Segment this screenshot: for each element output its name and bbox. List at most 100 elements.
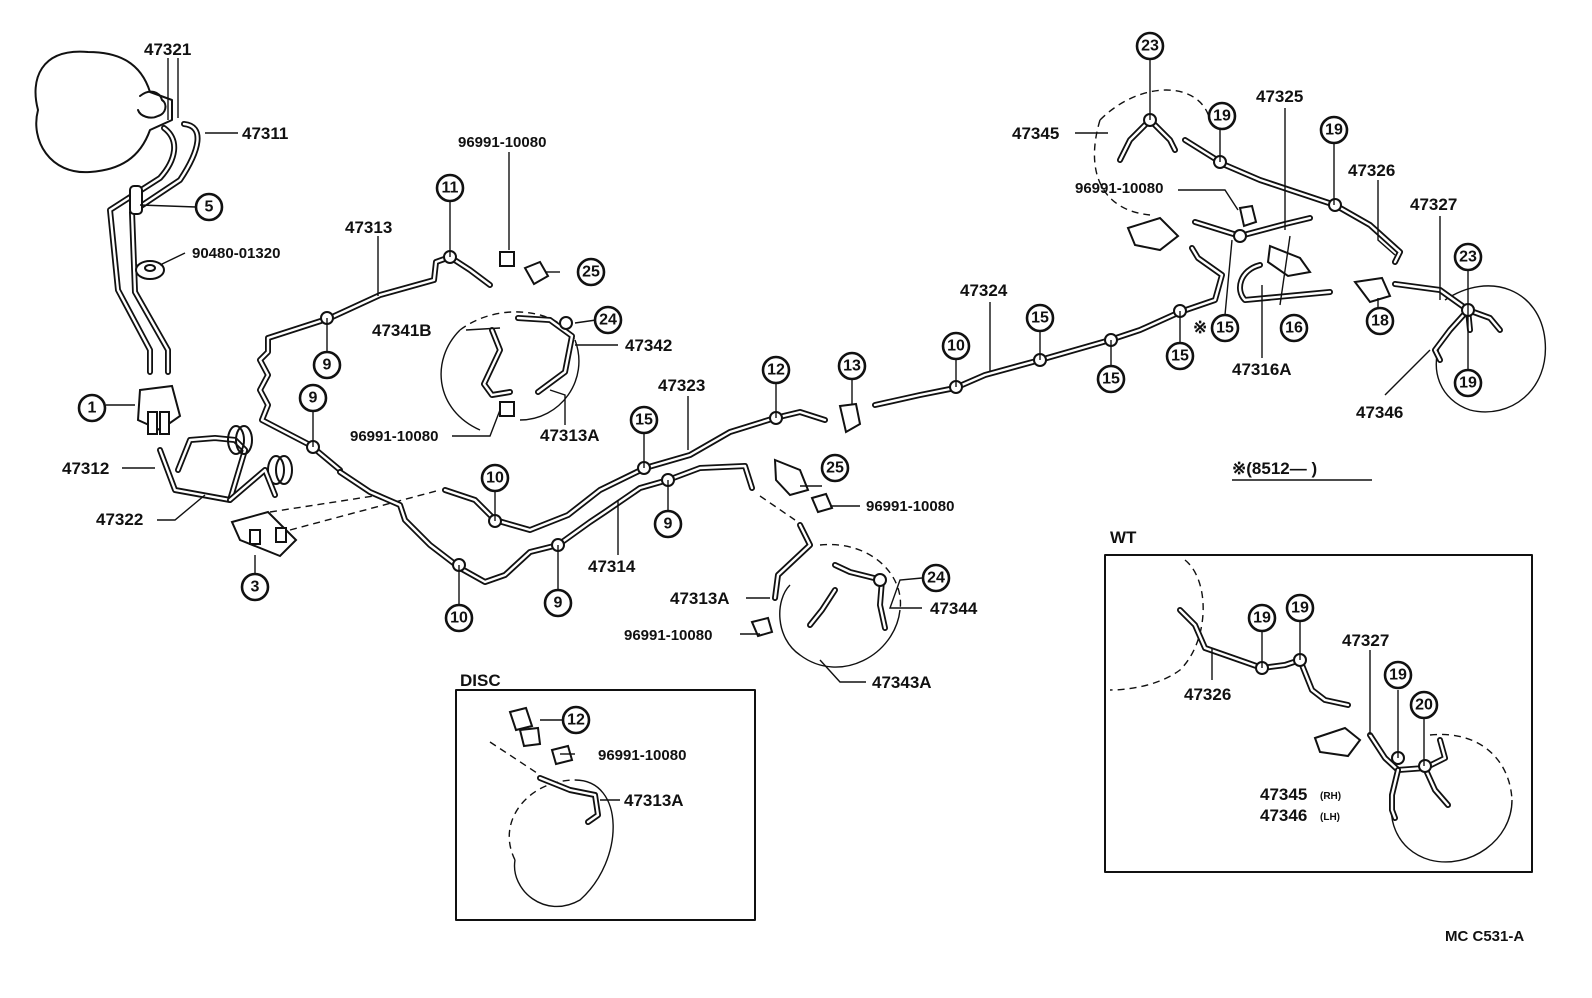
- part-47316A: 47316A: [1232, 360, 1292, 379]
- svg-text:13: 13: [843, 358, 861, 375]
- part-47346: 47346: [1356, 403, 1403, 422]
- line-47314: [337, 463, 755, 585]
- svg-text:24: 24: [599, 312, 617, 329]
- svg-text:12: 12: [567, 712, 585, 729]
- part-47313A-a: 47313A: [540, 426, 600, 445]
- leader-dash: [269, 494, 381, 513]
- wt-box-title: WT: [1110, 528, 1137, 547]
- svg-text:9: 9: [554, 595, 563, 612]
- ref-10a: 10: [480, 463, 510, 493]
- part-96991-10080-c: 96991-10080: [866, 498, 954, 515]
- ref-25b: 25: [820, 453, 850, 483]
- ref-numbers: 1 5 3 11 9 9 25 24 10 10 9 15 9 12 25 13…: [77, 31, 1483, 735]
- svg-text:19: 19: [1459, 375, 1477, 392]
- svg-text:19: 19: [1389, 667, 1407, 684]
- ref-24b: 24: [921, 563, 951, 593]
- wt-inset-box: [1104, 554, 1533, 873]
- part-47344: 47344: [930, 599, 978, 618]
- ref-20: 20: [1409, 690, 1439, 720]
- svg-text:9: 9: [664, 516, 673, 533]
- line-47313: [257, 254, 493, 473]
- ref-25a: 25: [576, 257, 606, 287]
- part-labels: 47321 47311 90480-01320 47312 47322 4731…: [62, 40, 1524, 945]
- ref-9a: 9: [312, 350, 342, 380]
- ref-23b: 23: [1453, 242, 1483, 272]
- ref-9c: 9: [543, 588, 573, 618]
- ref-16: 16: [1279, 313, 1309, 343]
- front-lines-47311: [107, 121, 201, 375]
- ref-18: 18: [1365, 306, 1395, 336]
- ref-12a: 12: [761, 355, 791, 385]
- part-47322: 47322: [96, 510, 143, 529]
- proportioning-valve-part: [230, 510, 298, 558]
- ref-9b: 9: [298, 383, 328, 413]
- ref-19d: 19: [1247, 603, 1277, 633]
- part-47311: 47311: [242, 124, 288, 143]
- svg-text:25: 25: [826, 460, 844, 477]
- svg-text:10: 10: [486, 470, 504, 487]
- part-47321: 47321: [144, 40, 191, 59]
- part-47327-wt: 47327: [1342, 631, 1389, 650]
- ref-1: 1: [77, 393, 107, 423]
- ref-10c: 10: [941, 331, 971, 361]
- svg-text:23: 23: [1141, 38, 1159, 55]
- ref-24a: 24: [593, 305, 623, 335]
- svg-text:24: 24: [927, 570, 945, 587]
- disc-inset-box: [455, 689, 756, 921]
- svg-text:15: 15: [1102, 371, 1120, 388]
- ref-15d: 15: [1165, 341, 1195, 371]
- ref-19b: 19: [1319, 115, 1349, 145]
- master-cylinder: [34, 50, 173, 174]
- svg-text:15: 15: [1031, 310, 1049, 327]
- part-47327: 47327: [1410, 195, 1457, 214]
- part-47313A-c: 47313A: [624, 791, 684, 810]
- part-96991-10080-a: 96991-10080: [458, 134, 546, 151]
- svg-text:19: 19: [1291, 600, 1309, 617]
- part-47345: 47345: [1012, 124, 1059, 143]
- part-47323: 47323: [658, 376, 705, 395]
- flex-hose-47316A: [1237, 262, 1392, 304]
- serial-note: ※(8512— ): [1232, 459, 1317, 478]
- grommet-part: [135, 260, 165, 280]
- svg-text:19: 19: [1325, 122, 1343, 139]
- ref-19e: 19: [1285, 593, 1315, 623]
- ref-3: 3: [240, 572, 270, 602]
- ref-19f: 19: [1383, 660, 1413, 690]
- part-47345-wt: 47345: [1260, 785, 1307, 804]
- svg-text:15: 15: [635, 412, 653, 429]
- svg-text:19: 19: [1253, 610, 1271, 627]
- svg-text:19: 19: [1213, 108, 1231, 125]
- svg-text:12: 12: [767, 362, 785, 379]
- part-47313A-b: 47313A: [670, 589, 730, 608]
- part-96991-10080-f: 96991-10080: [598, 747, 686, 764]
- front-brake-upper: [440, 251, 580, 431]
- ref-9d: 9: [653, 509, 683, 539]
- ref-12b: 12: [561, 705, 591, 735]
- rear-brake-right: [1392, 281, 1547, 413]
- ref-11: 11: [435, 173, 465, 203]
- part-47346-wt: 47346: [1260, 806, 1307, 825]
- ref-13: 13: [837, 351, 867, 381]
- svg-text:10: 10: [450, 610, 468, 627]
- leader-lines: [106, 58, 1469, 801]
- part-90480-01320: 90480-01320: [192, 245, 280, 262]
- ref-23a: 23: [1135, 31, 1165, 61]
- svg-text:1: 1: [88, 400, 97, 417]
- ref-15a: 15: [629, 405, 659, 435]
- leader-dash: [289, 489, 441, 531]
- part-47345-wt-suffix: (RH): [1320, 791, 1341, 802]
- part-96991-10080-d: 96991-10080: [624, 627, 712, 644]
- svg-text:11: 11: [442, 180, 459, 197]
- svg-text:3: 3: [251, 579, 260, 596]
- svg-text:10: 10: [947, 338, 965, 355]
- svg-text:16: 16: [1285, 320, 1303, 337]
- part-47343A: 47343A: [872, 673, 932, 692]
- part-47314: 47314: [588, 557, 636, 576]
- part-47346-wt-suffix: (LH): [1320, 812, 1340, 823]
- part-96991-10080-e: 96991-10080: [1075, 180, 1163, 197]
- front-brake-lower: [750, 458, 902, 668]
- svg-text:20: 20: [1415, 697, 1433, 714]
- ref-10b: 10: [444, 603, 474, 633]
- part-96991-10080-b: 96991-10080: [350, 428, 438, 445]
- line-47324: [838, 245, 1225, 434]
